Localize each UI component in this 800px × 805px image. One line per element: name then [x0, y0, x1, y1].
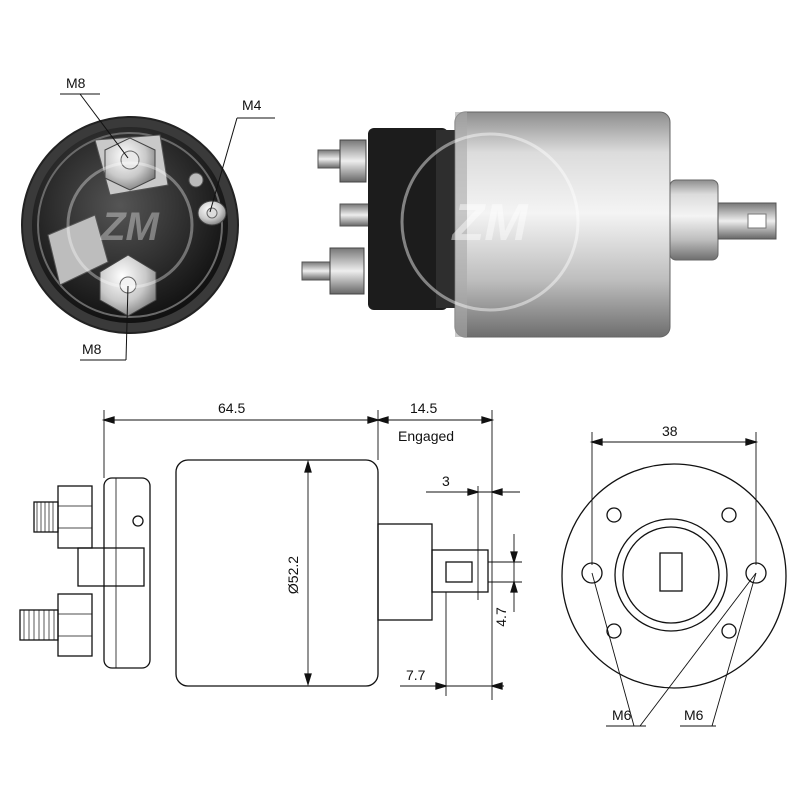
- drawing-body: [175, 459, 379, 687]
- dim-3-arrow-left: [467, 488, 481, 496]
- dim-diameter-arrow-top: [304, 459, 312, 473]
- dim-38-arrow-left: [589, 438, 603, 446]
- end-hole-bottom-left: [606, 623, 622, 639]
- body-rim: [455, 112, 467, 337]
- dim-64-5-arrow-left: [101, 416, 115, 424]
- end-inner-circle: [614, 518, 728, 632]
- dim-7-7-label: 7.7: [406, 667, 426, 683]
- lower-thread-stud: [301, 261, 333, 281]
- dim-3-label: 3: [442, 473, 450, 489]
- callout-m8-bottom: M8: [82, 341, 102, 357]
- dim-14-5-arrow-left: [375, 416, 389, 424]
- dim-4-7-arrow-top: [510, 551, 518, 565]
- watermark-text-side: ZM: [450, 194, 529, 252]
- plunger-tip: [717, 202, 777, 240]
- leader-m6-left-b: [639, 572, 757, 727]
- drawing-plunger-shaft: [431, 549, 489, 593]
- watermark-ring-side: [400, 132, 580, 312]
- drawing-end-labels: 38 M6 M6: [612, 423, 704, 723]
- end-inner-ring: [622, 526, 720, 624]
- lower-stud-nut: [329, 247, 365, 295]
- dim-64-5-arrow-right: [367, 416, 381, 424]
- leader-m6-right: [711, 572, 757, 727]
- upper-thread-stud: [317, 149, 343, 169]
- callout-m6-right: M6: [684, 707, 704, 723]
- dim-3-arrow-right: [489, 488, 503, 496]
- drawing-lower-nut: [57, 593, 93, 657]
- leader-m4: [209, 117, 238, 213]
- watermark-text: ZM: [100, 205, 160, 249]
- dim-14-5-arrow-right: [481, 416, 495, 424]
- plunger-boss: [669, 179, 719, 261]
- leader-m8-bottom: [125, 285, 129, 361]
- dim-engaged-label: Engaged: [398, 428, 454, 444]
- end-hole-top-left: [606, 507, 622, 523]
- middle-stud: [339, 203, 371, 227]
- dim-64-5-label: 64.5: [218, 400, 245, 416]
- drawing-cap-rivet: [132, 515, 144, 527]
- drawing-side-labels: 64.5 14.5 Engaged 3 Ø52.2 4.7 7.7: [218, 400, 509, 683]
- dim-4-7-arrow-bottom: [510, 579, 518, 593]
- dim-7-7-arrow-right: [489, 682, 503, 690]
- upper-stud-nut: [339, 139, 367, 183]
- callout-m6-left: M6: [612, 707, 632, 723]
- dim-14-5-label: 14.5: [410, 400, 437, 416]
- leader-m8-top: [79, 93, 129, 159]
- plunger-slot: [747, 213, 767, 229]
- bakelite-cap: [368, 128, 448, 310]
- drawing-plunger-boss: [377, 523, 433, 621]
- end-center-slot: [659, 552, 683, 592]
- callout-m8-top: M8: [66, 75, 86, 91]
- dim-diameter-arrow-bottom: [304, 673, 312, 687]
- drawing-upper-thread: [33, 501, 59, 533]
- end-cap-rim-highlight: [37, 132, 223, 318]
- dim-7-7-arrow-left: [435, 682, 449, 690]
- rivet: [188, 172, 204, 188]
- drawing-upper-thread-hatch: [36, 502, 54, 532]
- photo-end-view: ZM M8 M4 M8: [21, 75, 275, 361]
- dim-4-7-label: 4.7: [493, 607, 509, 627]
- leader-m6-left-a: [591, 572, 635, 727]
- end-outer-circle: [561, 463, 787, 689]
- drawing-middle-block: [77, 547, 145, 587]
- callout-m4: M4: [242, 97, 262, 113]
- drawing-side-view: [19, 410, 522, 700]
- m8-upper-stud: [120, 150, 140, 170]
- end-hole-bottom-right: [721, 623, 737, 639]
- watermark-ring: [66, 161, 194, 289]
- lower-bracket: [47, 214, 109, 286]
- drawing-lower-thread-hatch: [23, 610, 55, 640]
- drawing-plunger-slot: [445, 561, 473, 583]
- dim-38-label: 38: [662, 423, 678, 439]
- m4-stud: [206, 207, 218, 219]
- dim-38-arrow-right: [745, 438, 759, 446]
- drawing-cap: [103, 477, 151, 669]
- dim-diameter-label: Ø52.2: [285, 556, 301, 594]
- drawing-upper-nut: [57, 485, 93, 549]
- drawing-end-view: [561, 432, 787, 727]
- photo-side-view: ZM: [301, 111, 777, 338]
- cap-flange: [436, 130, 458, 308]
- end-hole-top-right: [721, 507, 737, 523]
